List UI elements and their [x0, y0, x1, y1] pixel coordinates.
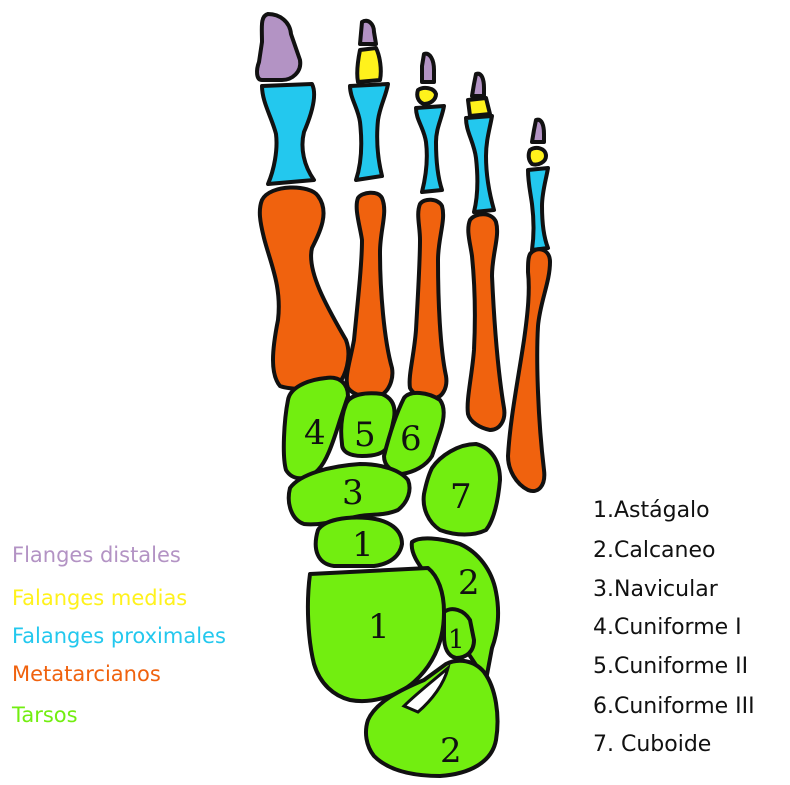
proximal-phalanx-3 [416, 106, 444, 192]
legend-metatarsals: Metatarcianos [12, 664, 161, 685]
bone-number: 2 [458, 563, 480, 603]
bone-number: 3 [342, 473, 364, 513]
key-item: 4.Cuniforme I [593, 617, 742, 639]
middle-phalanges [357, 48, 546, 165]
legend-tarsals: Tarsos [12, 705, 78, 726]
bone-number: 5 [354, 415, 376, 455]
bone-number: 6 [400, 419, 422, 459]
distal-phalanx-3 [422, 54, 434, 82]
legend-proximal-phalanges: Falanges proximales [12, 626, 226, 647]
distal-phalanx-1 [257, 14, 300, 80]
legend-distal-phalanges: Flanges distales [12, 545, 181, 566]
metatarsal-5 [508, 249, 550, 491]
bone-number: 7 [450, 477, 472, 517]
middle-phalanx-3 [417, 88, 436, 104]
middle-phalanx-2 [357, 48, 381, 82]
distal-phalanx-2 [360, 21, 376, 44]
middle-phalanx-4 [468, 98, 490, 116]
bone-number: 4 [304, 413, 326, 453]
distal-phalanx-5 [532, 120, 544, 142]
metatarsal-4 [468, 214, 505, 430]
distal-phalanx-4 [472, 74, 484, 96]
metatarsal-1 [260, 187, 349, 389]
key-item: 6.Cuniforme III [593, 696, 755, 718]
metatarsal-3 [410, 200, 447, 398]
metatarsal-2 [347, 193, 393, 397]
legend-middle-phalanges: Falanges medias [12, 588, 187, 609]
proximal-phalanx-5 [528, 168, 548, 250]
bone-number: 1 [368, 607, 390, 647]
key-item: 3.Navicular [593, 579, 718, 601]
proximal-phalanx-1 [262, 84, 314, 184]
key-item: 5.Cuniforme II [593, 656, 748, 678]
bone-number: 1 [448, 625, 465, 655]
proximal-phalanx-4 [466, 116, 494, 212]
key-item: 1.Astágalo [593, 500, 710, 522]
proximal-phalanx-2 [350, 84, 388, 180]
bone-number: 1 [352, 525, 374, 565]
bone-number: 2 [440, 731, 462, 771]
middle-phalanx-5 [529, 148, 546, 165]
key-item: 7. Cuboide [593, 734, 711, 756]
key-item: 2.Calcaneo [593, 540, 715, 562]
